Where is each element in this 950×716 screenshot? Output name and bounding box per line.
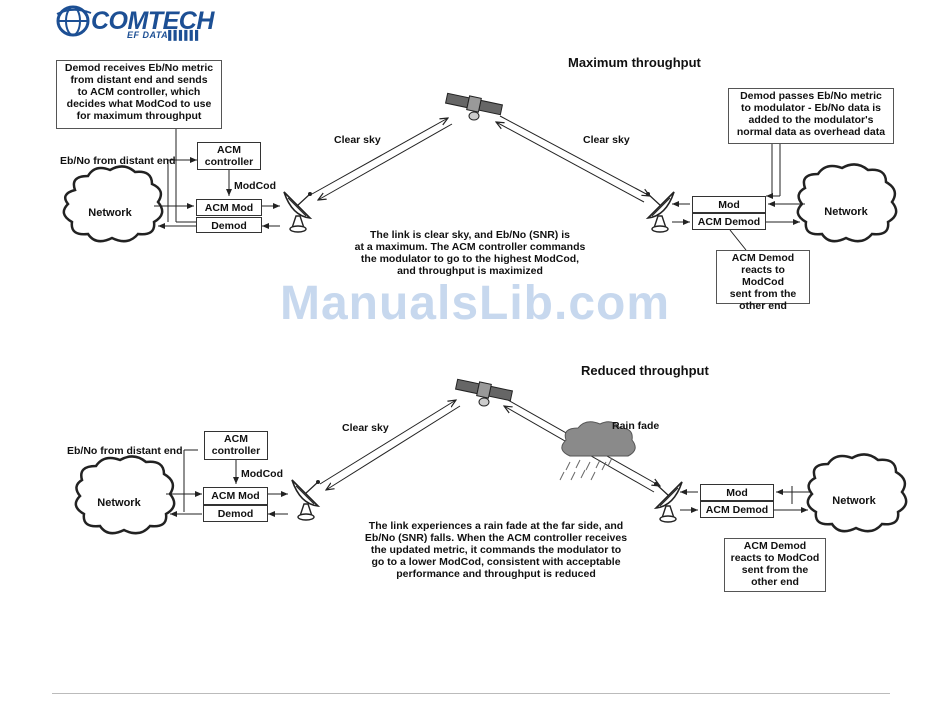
rain-drops-icon (559, 457, 613, 481)
acm-mod-box-bottom: ACM Mod (203, 487, 268, 505)
dish-right-top (645, 191, 675, 233)
network-label-right-bottom: Network (832, 495, 876, 507)
globe-icon (56, 5, 92, 37)
network-label-right-top: Network (824, 206, 868, 218)
acm-mod-box-top: ACM Mod (196, 199, 262, 216)
clear-sky-left-bottom: Clear sky (342, 422, 389, 434)
modcod-label-bottom: ModCod (241, 468, 283, 480)
mod-box-top: Mod (692, 196, 766, 213)
network-cloud-right-top (796, 163, 898, 243)
logo-wordmark: COMTECH (91, 7, 214, 35)
ebno-label-top: Eb/No from distant end (60, 155, 176, 167)
dish-right-bottom (653, 481, 683, 523)
dish-left-top (283, 191, 313, 233)
footer-divider (52, 693, 890, 694)
network-cloud-right-bottom (806, 453, 908, 533)
watermark: ManualsLib.com (279, 277, 671, 330)
satellite-bottom (455, 378, 513, 407)
acm-demod-box-top: ACM Demod (692, 213, 766, 230)
network-label-left-bottom: Network (97, 497, 141, 509)
network-cloud-left-top (62, 165, 164, 243)
rain-fade-label: Rain fade (612, 420, 660, 432)
acm-demod-box-bottom: ACM Demod (700, 501, 774, 518)
rain-cloud-icon (561, 421, 636, 457)
top-title: Maximum throughput (568, 55, 701, 70)
demod-box-bottom: Demod (203, 505, 268, 522)
network-label-left-top: Network (88, 207, 132, 219)
modcod-label-top: ModCod (234, 180, 276, 192)
bottom-title: Reduced throughput (581, 363, 709, 378)
comtech-logo: COMTECH EF DATA▌▌▌▌▌▌ (55, 4, 225, 40)
bottom-description: The link experiences a rain fade at the … (364, 520, 628, 580)
clear-sky-right-top: Clear sky (583, 134, 630, 146)
clear-sky-left-top: Clear sky (334, 134, 381, 146)
logo-subtitle: EF DATA▌▌▌▌▌▌ (127, 30, 201, 40)
network-cloud-left-bottom (74, 455, 176, 535)
dish-left-bottom (291, 479, 321, 521)
demod-box-top: Demod (196, 217, 262, 233)
acm-demod-note-top: ACM Demod reacts to ModCod sent from the… (716, 250, 810, 312)
satellite-top (445, 92, 503, 121)
ebno-label-bottom: Eb/No from distant end (67, 445, 183, 457)
top-description: The link is clear sky, and Eb/No (SNR) i… (354, 229, 586, 277)
right-note-top: Demod passes Eb/No metric to modulator -… (728, 88, 894, 144)
acm-controller-top: ACM controller (197, 142, 261, 170)
acm-controller-bottom: ACM controller (204, 431, 268, 460)
acm-demod-note-bottom: ACM Demod reacts to ModCod sent from the… (724, 538, 826, 592)
mod-box-bottom: Mod (700, 484, 774, 501)
left-note-top: Demod receives Eb/No metric from distant… (56, 60, 222, 129)
